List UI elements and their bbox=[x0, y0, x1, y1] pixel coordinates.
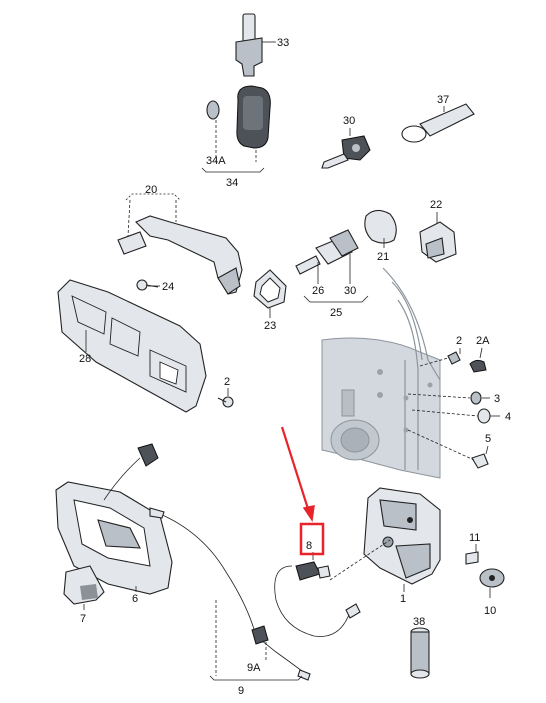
label-34: 34 bbox=[226, 177, 238, 189]
label-7: 7 bbox=[80, 613, 86, 625]
door-leader-lines bbox=[407, 357, 479, 461]
end-cap-part bbox=[419, 212, 457, 263]
arrow-head-icon bbox=[302, 505, 315, 523]
door-panel bbox=[321, 267, 441, 479]
label-33: 33 bbox=[277, 37, 289, 49]
label-37: 37 bbox=[437, 94, 449, 106]
label-9: 9 bbox=[238, 685, 244, 697]
switch-7-part bbox=[63, 565, 105, 610]
label-11: 11 bbox=[469, 532, 480, 544]
label-21: 21 bbox=[377, 251, 389, 263]
label-9A: 9A bbox=[247, 662, 261, 674]
screw-2-left-part bbox=[217, 388, 234, 408]
cable-8-part bbox=[274, 539, 391, 637]
label-5: 5 bbox=[485, 433, 491, 445]
label-10: 10 bbox=[484, 605, 496, 617]
cylinder-group-bracket bbox=[303, 295, 369, 303]
door-lock-part bbox=[363, 487, 441, 592]
label-30b: 30 bbox=[344, 285, 356, 297]
key-blade-part bbox=[235, 13, 276, 77]
label-8: 8 bbox=[306, 540, 312, 552]
grease-tube-part bbox=[410, 627, 430, 679]
label-1: 1 bbox=[400, 593, 406, 605]
highlight-box bbox=[299, 522, 325, 556]
label-24: 24 bbox=[162, 281, 174, 293]
label-34a: 34A bbox=[206, 155, 226, 167]
label-20: 20 bbox=[145, 184, 157, 196]
bolt-11-part bbox=[465, 544, 479, 565]
part-number-labels: 33 34A 34 30 37 20 22 21 24 26 30 25 23 … bbox=[79, 37, 511, 697]
label-3: 3 bbox=[494, 393, 500, 405]
label-30: 30 bbox=[343, 115, 355, 127]
label-38: 38 bbox=[413, 616, 425, 628]
cable-9-part bbox=[149, 507, 311, 681]
label-2-left: 2 bbox=[224, 376, 230, 388]
label-23: 23 bbox=[264, 320, 276, 332]
label-26: 26 bbox=[312, 285, 324, 297]
washer-3-part bbox=[470, 391, 490, 405]
highlight-arrow bbox=[280, 426, 311, 513]
label-2-right: 2 bbox=[456, 335, 462, 347]
key-part bbox=[321, 128, 371, 169]
label-4: 4 bbox=[505, 411, 511, 423]
highlight-callout bbox=[280, 426, 325, 556]
handle-carrier-part bbox=[57, 279, 207, 413]
gasket-part bbox=[253, 269, 287, 318]
clip-2A-part bbox=[469, 347, 487, 373]
screw-24-part bbox=[136, 279, 160, 291]
inner-handle-part bbox=[55, 443, 173, 595]
remote-housing-part bbox=[201, 85, 271, 173]
label-2A: 2A bbox=[476, 335, 490, 347]
spacer-4-part bbox=[477, 408, 500, 424]
label-22: 22 bbox=[430, 199, 442, 211]
screw-2-right-part bbox=[447, 348, 461, 365]
screw-5-part bbox=[471, 445, 489, 469]
key-tag-part bbox=[401, 103, 475, 143]
label-6: 6 bbox=[132, 593, 138, 605]
lock-cylinder-part bbox=[295, 229, 359, 284]
striker-10-part bbox=[479, 568, 505, 598]
outer-handle-part bbox=[117, 193, 243, 295]
label-25: 25 bbox=[330, 307, 342, 319]
label-28: 28 bbox=[79, 353, 91, 365]
cylinder-cover-part bbox=[364, 209, 397, 248]
